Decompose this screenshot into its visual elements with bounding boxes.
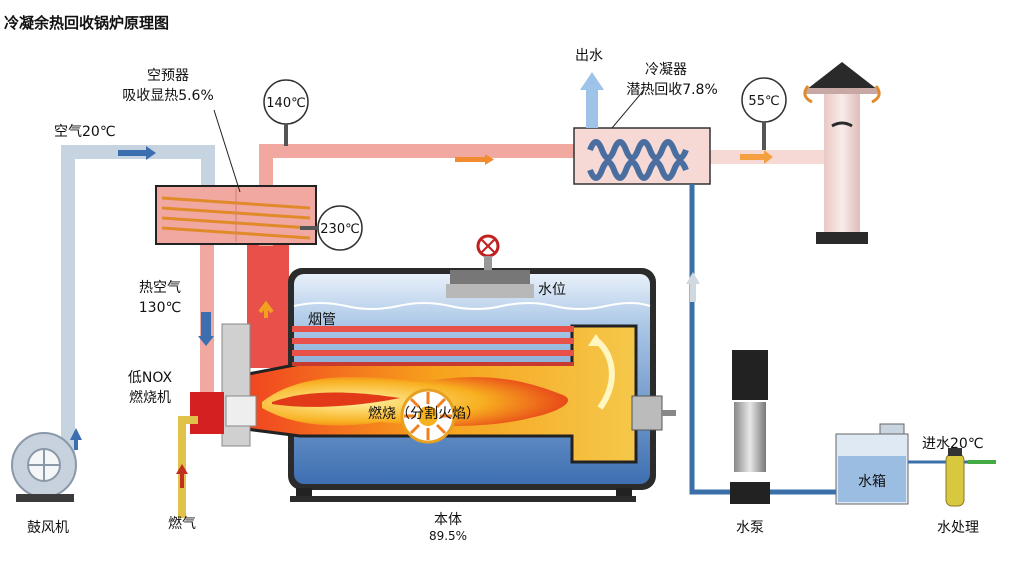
low-nox-burner [190, 323, 257, 447]
hot-air-temp: 130℃ [139, 300, 181, 316]
water-out-arrow [580, 72, 604, 128]
condenser-name: 冷凝器 [645, 62, 687, 78]
condenser [573, 89, 711, 185]
water-level-indicator [446, 234, 534, 298]
gas-label: 燃气 [168, 515, 196, 532]
cold-air-pipe [61, 145, 215, 470]
condenser-value: 潜热回收7.8% [626, 82, 718, 98]
air-in-label: 空气20℃ [54, 124, 116, 140]
blower-fan [11, 428, 82, 502]
hot-air-label: 热空气 [139, 280, 181, 296]
tank-label: 水箱 [858, 474, 886, 490]
combustion-label: 燃烧（分割火焰） [368, 405, 480, 422]
gauge-140: 140℃ [263, 79, 309, 146]
air-preheater-name: 空预器 [147, 68, 189, 84]
water-in-label: 进水20℃ [922, 436, 984, 452]
gauge-230-label: 230℃ [320, 222, 359, 237]
water-pump [730, 350, 770, 504]
fan-label: 鼓风机 [27, 520, 69, 536]
body-value: 89.5% [429, 529, 467, 543]
air-preheater-value: 吸收显热5.6% [122, 88, 214, 104]
smoke-tube-label: 烟管 [308, 312, 336, 328]
burner-label-2: 燃烧机 [129, 389, 171, 406]
water-pipe [686, 184, 838, 495]
gauge-140-label: 140℃ [266, 96, 305, 111]
body-label: 本体 [434, 512, 462, 528]
water-treatment-label: 水处理 [937, 520, 979, 536]
air-preheater [155, 109, 317, 245]
burner-label-1: 低NOX [128, 370, 173, 386]
hot-air-pipe [198, 244, 214, 394]
diagram-title: 冷凝余热回收锅炉原理图 [4, 14, 169, 32]
flame-splitter-icon [400, 388, 456, 444]
gauge-55: 55℃ [741, 77, 787, 150]
boiler-body [236, 268, 676, 502]
water-level-label: 水位 [538, 282, 566, 298]
flue-gas-pipe [247, 144, 825, 368]
water-out-label: 出水 [575, 48, 603, 64]
pump-label: 水泵 [736, 520, 764, 536]
water-treatment-unit [908, 448, 996, 507]
gauge-55-label: 55℃ [748, 94, 779, 109]
smoke-tubes [292, 326, 574, 366]
water-tank [835, 423, 909, 505]
gauge-230: 230℃ [300, 205, 363, 251]
gas-pipe [176, 416, 198, 518]
chimney [803, 62, 881, 244]
